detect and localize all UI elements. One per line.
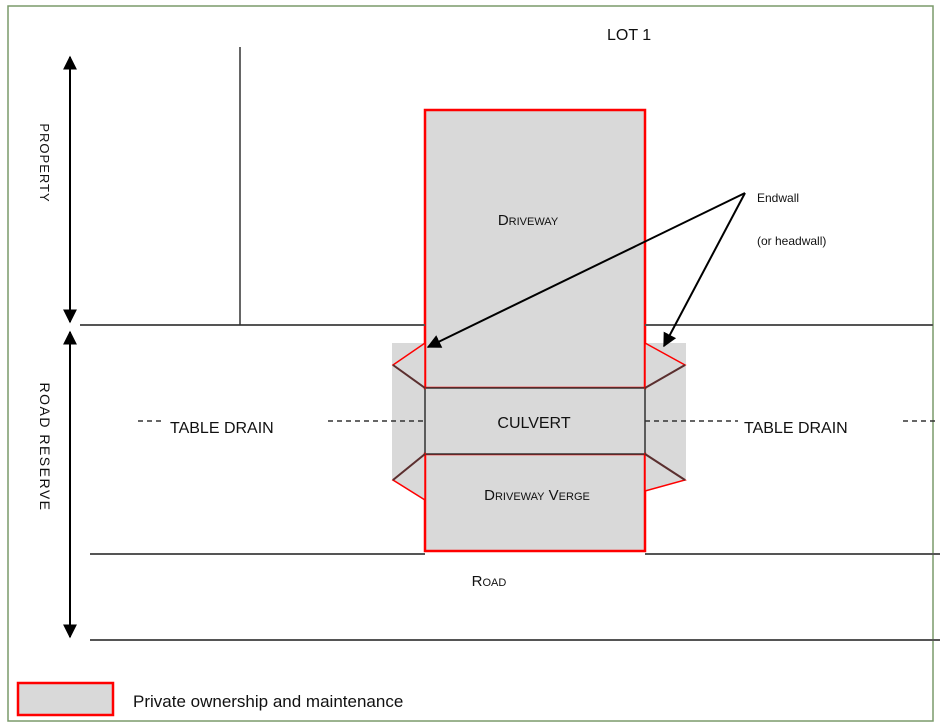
legend-swatch [16, 681, 115, 717]
endwall-bottom-right-edge [644, 453, 686, 481]
driveway-label: Driveway [498, 212, 559, 229]
endwall-top-right-edge [644, 364, 686, 389]
endwall-alt-label: (or headwall) [757, 234, 826, 248]
endwall-pointer-arrow-right [663, 192, 746, 348]
driveway-verge-area [423, 452, 647, 553]
endwall-bottom-left-edge [392, 453, 426, 481]
endwall-pointer-arrow-left [426, 192, 746, 348]
endwall-top-left-edge [392, 364, 426, 389]
driveway-area [423, 108, 647, 390]
road-label: Road [472, 573, 507, 590]
table-drain-label-left: TABLE DRAIN [170, 420, 274, 437]
culvert-label: CULVERT [497, 415, 570, 432]
property-label: PROPERTY [37, 123, 52, 202]
road-reserve-label: ROAD RESERVE [37, 383, 53, 512]
table-drain-label-right: TABLE DRAIN [744, 420, 848, 437]
legend-label: Private ownership and maintenance [133, 692, 403, 711]
driveway-verge-label: Driveway Verge [484, 487, 590, 504]
lot-label: LOT 1 [607, 27, 651, 44]
culvert-box [424, 387, 646, 455]
diagram-frame [7, 5, 934, 722]
endwall-label: Endwall [757, 191, 799, 205]
